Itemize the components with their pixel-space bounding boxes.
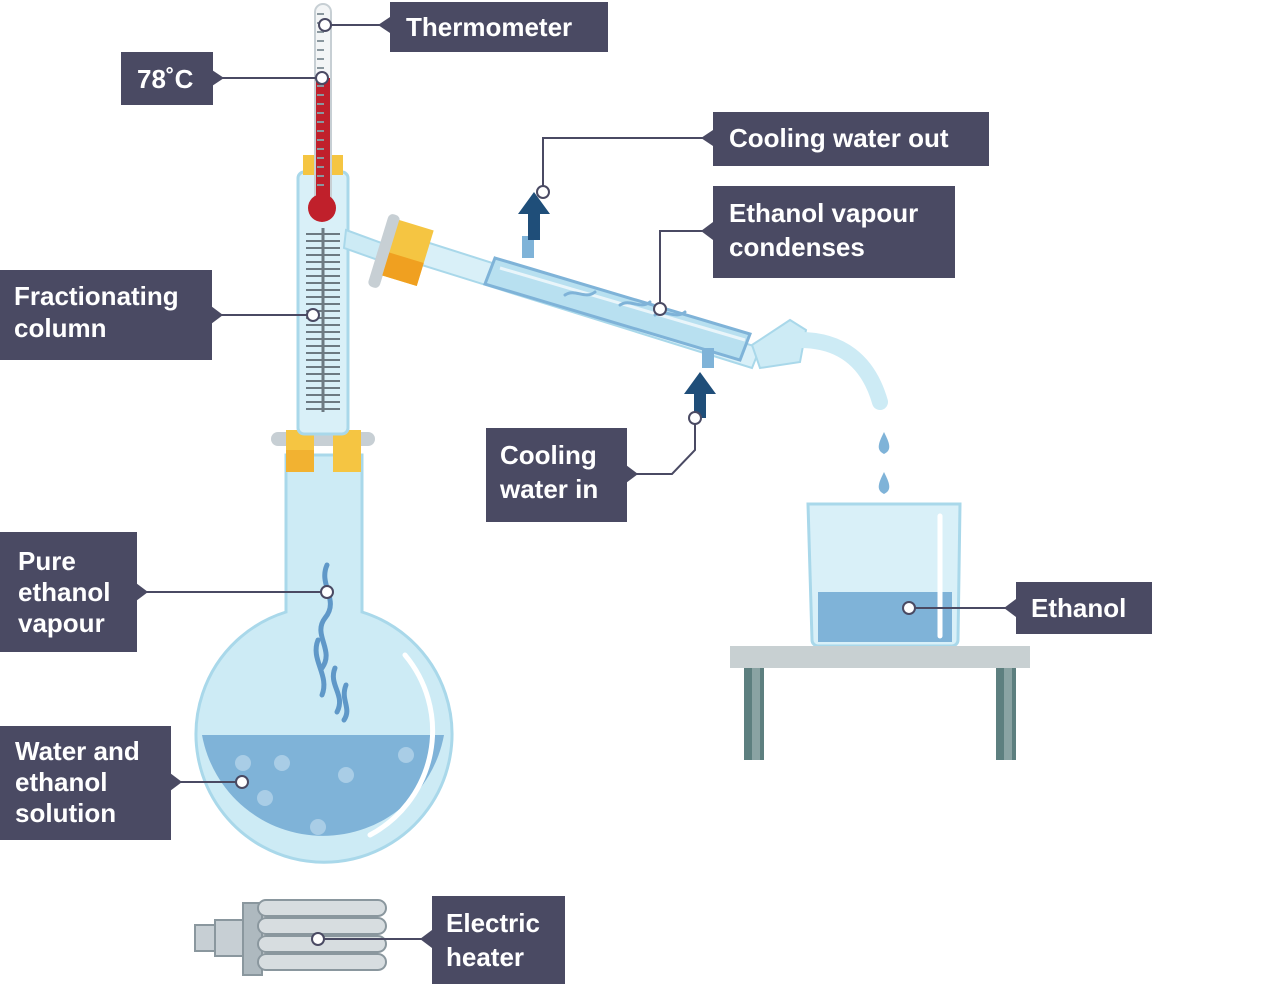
- label-electric-heater: Electric heater: [432, 896, 565, 984]
- label-water-ethanol-solution: Water and ethanol solution: [0, 726, 171, 840]
- label-fractionating-column: Fractionating column: [0, 270, 212, 360]
- label-cooling-water-out: Cooling water out: [713, 112, 989, 166]
- beaker: [806, 502, 962, 648]
- flask-stopper: [271, 430, 375, 472]
- leader-end-dots: [235, 18, 916, 946]
- column-packing-marks: [306, 233, 340, 410]
- table: [730, 646, 1030, 760]
- label-ethanol-vapour-condenses: Ethanol vapour condenses: [713, 186, 955, 278]
- bubbles: [235, 747, 414, 835]
- cooling-water-in-arrow: [684, 372, 716, 418]
- condenser: [410, 236, 888, 410]
- ethanol-vapour-wisps: [313, 562, 350, 723]
- electric-heater: [194, 899, 387, 976]
- label-pointers: [136, 17, 1016, 948]
- label-ethanol: Ethanol: [1016, 582, 1152, 634]
- condenser-stopper: [368, 214, 434, 288]
- label-pure-ethanol-vapour: Pure ethanol vapour: [0, 532, 137, 652]
- label-thermometer: Thermometer: [390, 2, 608, 52]
- label-cooling-water-in: Cooling water in: [486, 428, 627, 522]
- cooling-water-out-arrow: [518, 192, 550, 240]
- label-temperature: 78˚C: [121, 52, 213, 105]
